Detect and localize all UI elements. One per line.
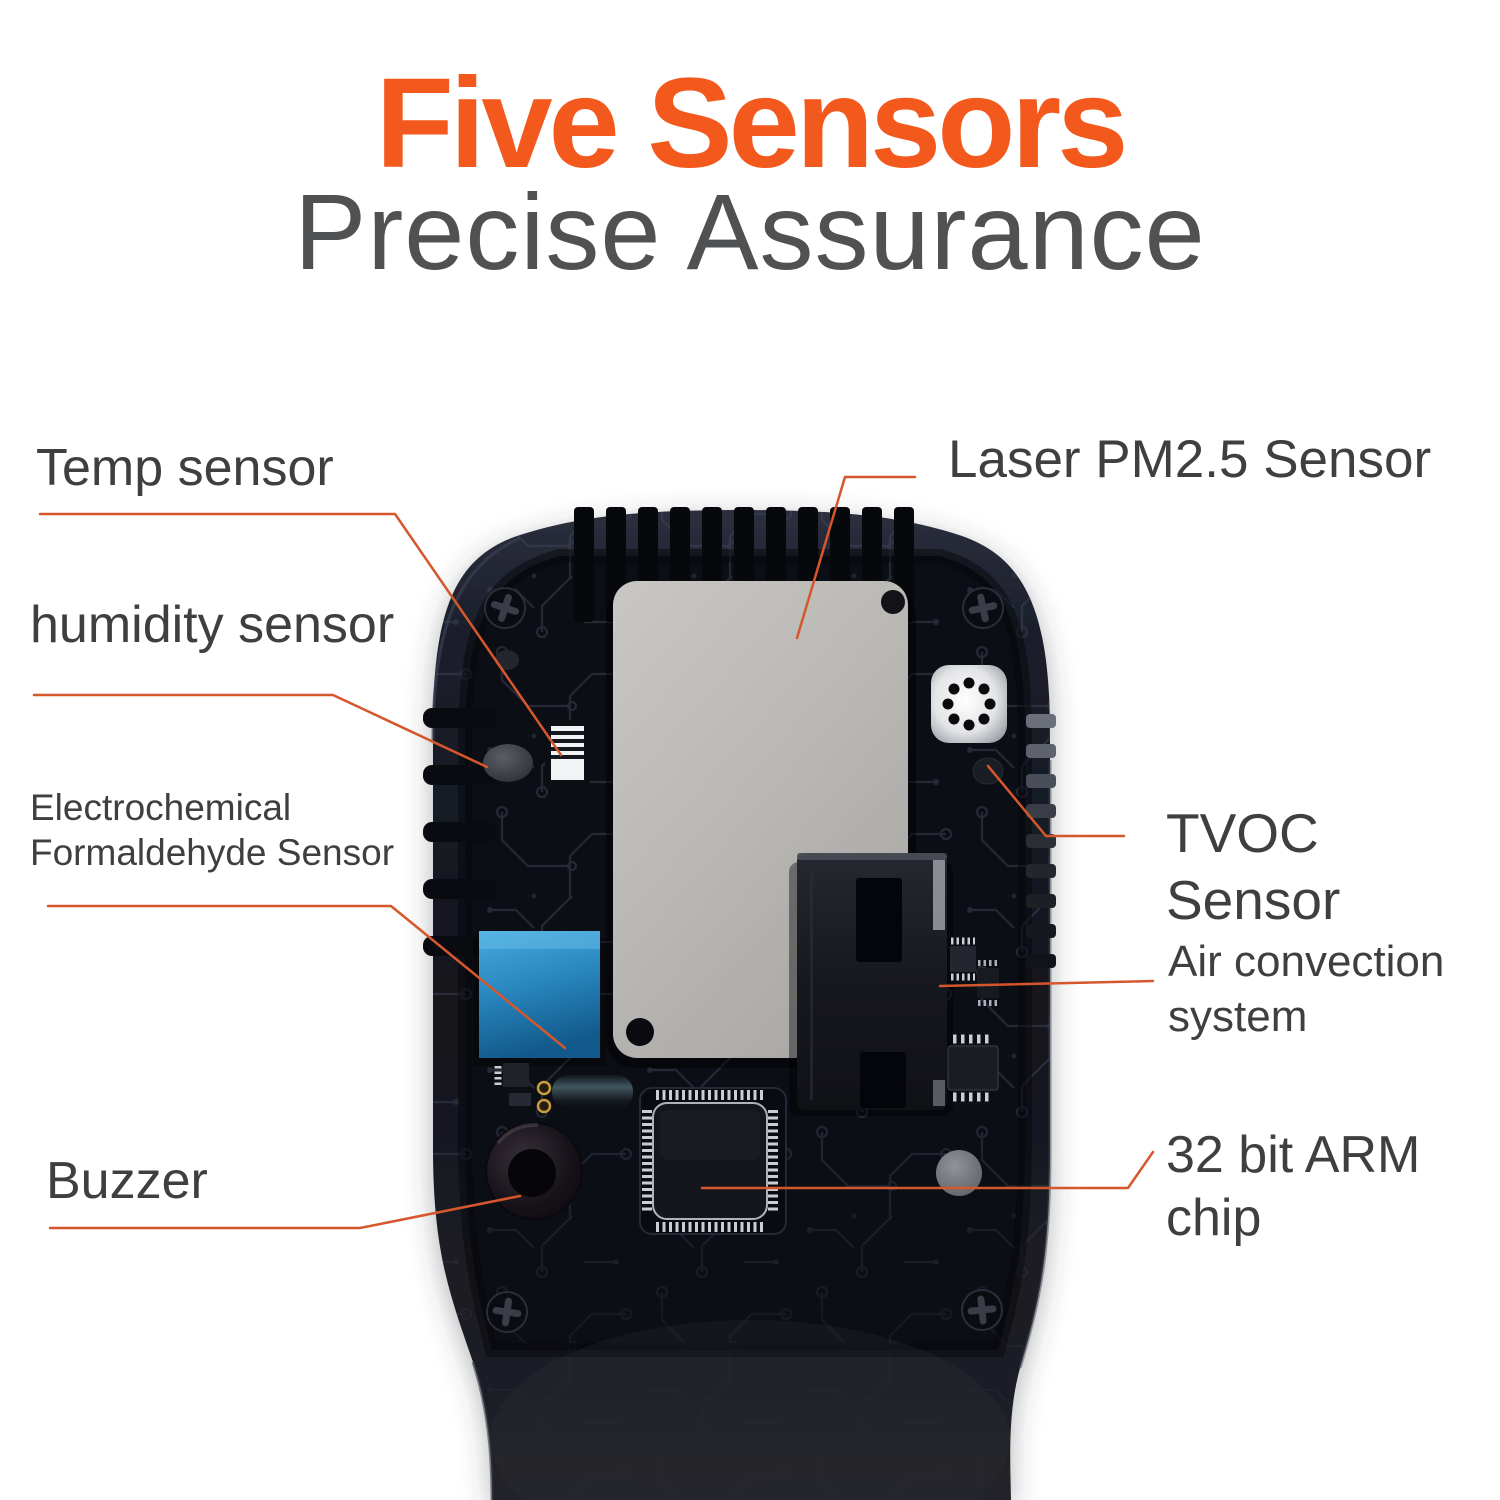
callout-formaldehyde-sensor: Electrochemical Formaldehyde Sensor <box>30 787 395 874</box>
leader-air-convection <box>938 979 1155 988</box>
humidity-sensor-dome <box>483 744 533 782</box>
gray-knob <box>936 1150 982 1196</box>
leader-humidity-sensor <box>32 693 489 769</box>
callout-air-convection: Air convection system <box>1168 937 1445 1041</box>
leader-arm-chip <box>700 1150 1155 1190</box>
leader-pm25-sensor <box>795 475 917 640</box>
callout-pm25-sensor: Laser PM2.5 Sensor <box>948 430 1432 489</box>
callout-buzzer: Buzzer <box>46 1152 208 1210</box>
arm-chip <box>639 1087 787 1235</box>
small-components <box>494 1063 633 1114</box>
small-dome <box>495 650 519 670</box>
air-convection-fan <box>789 853 953 1116</box>
callout-leader-lines <box>32 475 1155 1230</box>
leader-buzzer <box>48 1194 522 1230</box>
leader-tvoc-sensor <box>986 764 1126 838</box>
callout-tvoc-sensor: TVOC Sensor <box>1166 802 1341 932</box>
screws <box>484 587 1004 1333</box>
tvoc-sensor <box>931 665 1007 785</box>
buzzer <box>485 1122 583 1220</box>
callout-arm-chip: 32 bit ARM chip <box>1166 1126 1421 1248</box>
page-title: Five Sensors <box>375 52 1129 195</box>
right-vent-ribs <box>1026 714 1056 968</box>
temp-humidity-sensor <box>545 720 590 786</box>
left-vent-slats <box>423 708 497 956</box>
leader-formaldehyde-sensor <box>46 904 567 1050</box>
callout-humidity-sensor: humidity sensor <box>30 596 395 654</box>
small-ics <box>947 937 999 1102</box>
formaldehyde-sensor <box>473 931 606 1066</box>
page-subtitle: Precise Assurance <box>294 171 1206 292</box>
callout-temp-sensor: Temp sensor <box>36 439 334 497</box>
shell-sheen <box>490 1320 1010 1500</box>
leader-temp-sensor <box>38 512 563 757</box>
